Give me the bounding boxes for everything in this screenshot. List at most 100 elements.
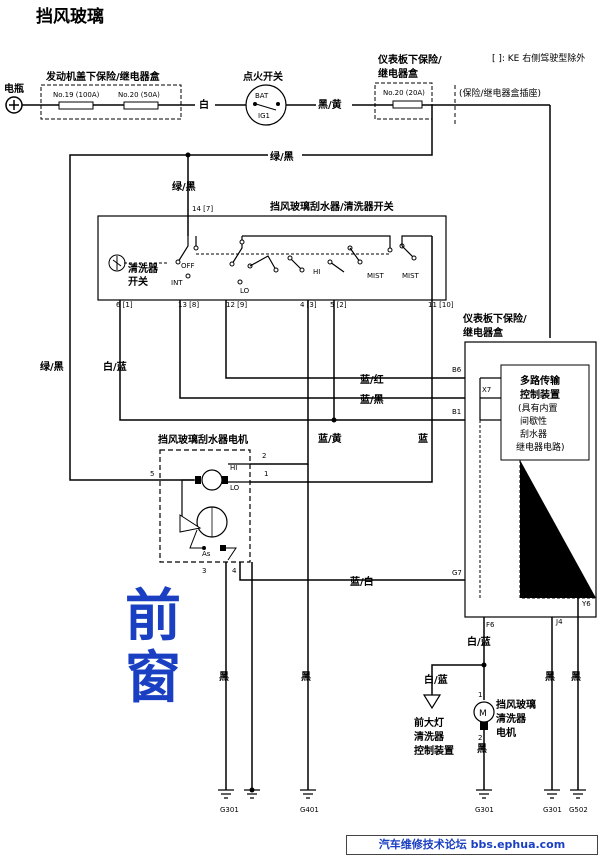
svg-text:LO: LO (230, 484, 240, 492)
svg-text:挡风玻璃刮水器/清洗器开关: 挡风玻璃刮水器/清洗器开关 (270, 200, 394, 213)
svg-text:IG1: IG1 (258, 112, 270, 120)
svg-text:清洗器: 清洗器 (414, 730, 445, 743)
svg-text:BAT: BAT (255, 92, 269, 100)
forum-link[interactable]: 汽车维修技术论坛 bbs.ephua.com (346, 835, 598, 855)
wire-label-black-5: 黑 (571, 671, 581, 683)
headlight-washer-control: 前大灯 清洗器 控制装置 (414, 694, 454, 757)
wire-label-green-black-2: 绿/黑 (172, 180, 196, 193)
svg-text:F6: F6 (486, 621, 495, 629)
svg-text:刮水器: 刮水器 (520, 428, 547, 440)
wire-label-blue-red: 蓝/红 (360, 373, 384, 386)
svg-text:点火开关: 点火开关 (243, 70, 283, 83)
battery: 电瓶 (4, 82, 24, 114)
wire-label-black-1: 黑 (219, 671, 229, 683)
svg-text:12 [9]: 12 [9] (226, 301, 247, 309)
multiplex-control-unit: 仪表板下保险/ 继电器盒 多路传输 控制装置 (具有内置 间歇性 刮水器 继电器… (452, 312, 597, 629)
ground-g301-b: G301 (475, 789, 494, 814)
svg-text:发动机盖下保险/继电器盒: 发动机盖下保险/继电器盒 (45, 70, 161, 83)
wire-white-blue-3 (431, 664, 484, 695)
watermark-text: 前 窗 (118, 585, 188, 709)
svg-text:J4: J4 (555, 618, 563, 626)
ground-g301-a2 (244, 787, 260, 799)
svg-text:开关: 开关 (128, 275, 148, 288)
wire-blue (250, 236, 433, 483)
svg-text:G301: G301 (220, 806, 239, 814)
wire-label-blue-black: 蓝/黑 (360, 393, 384, 406)
svg-text:MIST: MIST (367, 272, 385, 280)
svg-text:前大灯: 前大灯 (414, 716, 444, 729)
svg-text:挡风玻璃: 挡风玻璃 (496, 698, 536, 711)
wire-label-black-2: 黑 (301, 671, 311, 683)
wire-label-white: 白 (199, 98, 209, 111)
wire-label-white-blue-3: 白/蓝 (424, 673, 448, 686)
wire-label-blue: 蓝 (418, 432, 428, 445)
watermark-line1: 前 (125, 583, 181, 649)
svg-text:清洗器: 清洗器 (128, 262, 159, 275)
svg-text:No.19 (100A): No.19 (100A) (53, 91, 100, 99)
svg-text:电机: 电机 (496, 726, 516, 739)
svg-text:2: 2 (478, 734, 482, 742)
svg-text:LO: LO (240, 287, 250, 295)
wire-label-white-blue: 白/蓝 (103, 360, 127, 373)
page-title: 挡风玻璃 (36, 6, 104, 27)
svg-text:4: 4 (232, 567, 237, 575)
wire-green-black-main (69, 105, 433, 481)
svg-text:1: 1 (478, 691, 482, 699)
svg-text:控制装置: 控制装置 (520, 388, 560, 401)
wire-label-blue-white: 蓝/白 (350, 575, 374, 588)
svg-text:No.20 (50A): No.20 (50A) (118, 91, 160, 99)
svg-text:G502: G502 (569, 806, 588, 814)
wire-label-black-3: 黑 (477, 743, 487, 755)
wire-blue-white (239, 562, 465, 581)
ground-g301-a: G301 (218, 789, 239, 814)
svg-text:G301: G301 (543, 806, 562, 814)
svg-text:仪表板下保险/: 仪表板下保险/ (377, 53, 442, 66)
svg-text:13 [8]: 13 [8] (178, 301, 199, 309)
wire-blue-black (179, 300, 465, 399)
svg-text:(具有内置: (具有内置 (518, 402, 558, 414)
svg-text:控制装置: 控制装置 (414, 744, 454, 757)
svg-text:(保险/继电器盒插座): (保险/继电器盒插座) (459, 87, 541, 99)
svg-text:清洗器: 清洗器 (496, 712, 527, 725)
svg-text:挡风玻璃刮水器电机: 挡风玻璃刮水器电机 (158, 433, 248, 446)
ground-g502: G502 (569, 789, 588, 814)
svg-text:仪表板下保险/: 仪表板下保险/ (462, 312, 527, 325)
svg-text:G7: G7 (452, 569, 462, 577)
svg-text:G401: G401 (300, 806, 319, 814)
svg-text:X7: X7 (482, 386, 491, 394)
svg-text:11 [10]: 11 [10] (428, 301, 454, 309)
svg-text:M: M (479, 709, 487, 719)
wiper-motor: 挡风玻璃刮水器电机 2 1 5 HI LO As 3 4 (150, 433, 268, 575)
svg-text:多路传输: 多路传输 (520, 374, 561, 387)
svg-text:INT: INT (171, 279, 183, 287)
wire-label-white-blue-2: 白/蓝 (467, 635, 491, 648)
svg-text:3: 3 (202, 567, 206, 575)
svg-text:B6: B6 (452, 366, 462, 374)
dash-fuse-box: 仪表板下保险/ 继电器盒 No.20 (20A) (保险/继电器盒插座) (374, 53, 541, 120)
washer-motor: 1 M 2 挡风玻璃 清洗器 电机 (473, 691, 536, 742)
svg-text:电瓶: 电瓶 (4, 82, 24, 95)
svg-text:继电器盒: 继电器盒 (463, 326, 504, 339)
svg-text:继电器电路): 继电器电路) (516, 441, 565, 453)
svg-text:6 [1]: 6 [1] (116, 301, 133, 309)
svg-text:HI: HI (313, 268, 320, 276)
watermark-line2: 窗 (125, 645, 181, 711)
wire-white-blue (119, 300, 465, 421)
svg-text:MIST: MIST (402, 272, 420, 280)
svg-text:14 [7]: 14 [7] (192, 205, 213, 213)
engine-fuse-box: 发动机盖下保险/继电器盒 No.19 (100A) No.20 (50A) (40, 70, 182, 120)
svg-text:2: 2 (262, 452, 266, 460)
ground-g301-c: G301 (543, 789, 562, 814)
svg-text:5 [2]: 5 [2] (330, 301, 347, 309)
svg-text:No.20 (20A): No.20 (20A) (383, 89, 425, 97)
svg-text:HI: HI (230, 464, 237, 472)
wiper-washer-switch: 挡风玻璃刮水器/清洗器开关 14 [7] 清洗器 开关 OFF INT LO H… (97, 200, 454, 309)
wire-blue-yellow (250, 300, 309, 465)
wire-label-green-black: 绿/黑 (270, 150, 294, 163)
svg-text:OFF: OFF (181, 262, 195, 270)
ignition-switch: 点火开关 BAT IG1 (243, 70, 287, 126)
wire-label-black-4: 黑 (545, 671, 555, 683)
svg-text:5: 5 (150, 470, 154, 478)
